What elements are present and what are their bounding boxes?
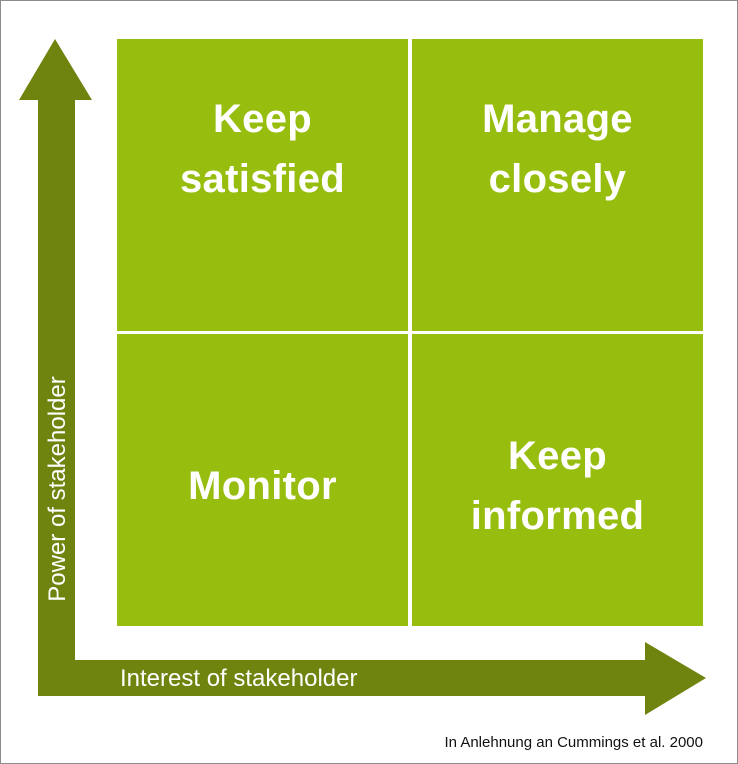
quadrant-manage-closely: Manage closely <box>412 39 703 331</box>
y-axis-label: Power of stakeholder <box>44 376 71 602</box>
quadrant-keep-satisfied: Keep satisfied <box>117 39 408 331</box>
quadrant-label-manage-closely: Manage closely <box>482 97 633 201</box>
quadrant-monitor: Monitor <box>117 334 408 626</box>
quadrant-keep-informed: Keep informed <box>412 334 703 626</box>
x-axis-arrow <box>38 642 706 715</box>
quadrant-label-monitor: Monitor <box>188 464 337 508</box>
x-axis-label: Interest of stakeholder <box>120 665 358 692</box>
y-axis-arrow <box>19 39 92 696</box>
quadrant-label-keep-informed: Keep informed <box>470 434 645 538</box>
source-citation: In Anlehnung an Cummings et al. 2000 <box>444 734 703 751</box>
quadrant-label-keep-satisfied: Keep satisfied <box>180 97 345 201</box>
